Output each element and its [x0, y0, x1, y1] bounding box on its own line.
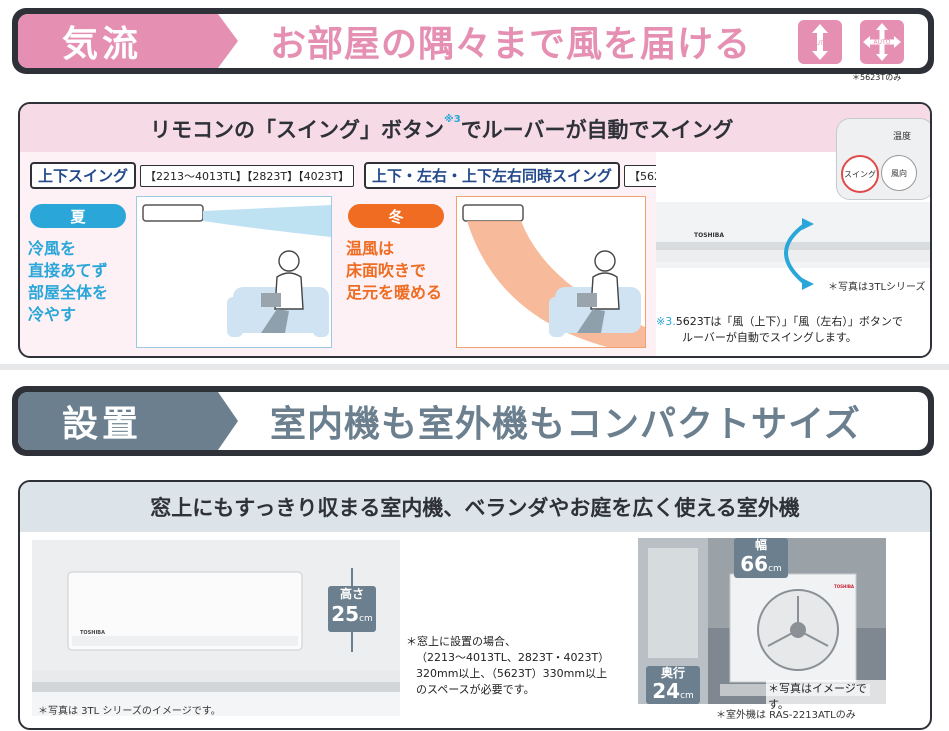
height-value: 25 [331, 602, 360, 626]
auto-note: ＊5623Tのみ [852, 73, 902, 82]
indoor-unit-photo: TOSHIBA 高さ 25cm ＊写真は 3TL シリーズのイメージです。 [32, 540, 400, 717]
install-note: ＊窓上に設置の場合、 （2213〜4013TL、2823T・4023T） 320… [406, 635, 610, 696]
installation-tag: 設置 [18, 392, 238, 450]
remote-swing-button: スイング [841, 155, 879, 193]
depth-dimension: 奥行 24cm [646, 666, 700, 704]
auto-four-way-icon: AUTO [860, 20, 904, 64]
airflow-banner: 気流 お部屋の隅々まで風を届ける AUTO AUTO [12, 8, 934, 74]
remote-fan-button: 風向 [881, 155, 917, 191]
summer-illustration [136, 196, 332, 348]
width-label: 幅 [754, 538, 767, 552]
installation-headline: 室内機も室外機もコンパクトサイズ [270, 404, 861, 445]
swing-panel: リモコンの「スイング」ボタン※3でルーバーが自動でスイング 上下スイング 【22… [18, 102, 932, 358]
installation-banner: 設置 室内機も室外機もコンパクトサイズ [12, 386, 934, 456]
winter-pill: 冬 [348, 204, 444, 228]
winter-description: 温風は 床面吹きで 足元を暖める [346, 239, 443, 302]
width-value: 66 [740, 552, 769, 576]
width-unit: cm [768, 564, 782, 574]
remote-illustration: 温度 スイング 風向 [836, 118, 930, 200]
auto-updown-icon: AUTO [798, 20, 842, 64]
airflow-headline: お部屋の隅々まで風を届ける [270, 24, 752, 65]
summer-pill: 夏 [30, 204, 126, 228]
outdoor-image-note: ＊写真はイメージです。 [766, 680, 886, 712]
swing-updown-row: 上下スイング 【2213〜4013TL】【2823T】【4023T】 [30, 162, 355, 189]
remote-temp-label: 温度 [893, 132, 912, 142]
swing-panel-title: リモコンの「スイング」ボタン※3でルーバーが自動でスイング [150, 114, 734, 142]
airflow-tag: 気流 [18, 14, 238, 68]
outdoor-unit-photo: TOSHIBA 幅 66cm 奥行 24cm ＊写真はイメージです。 [638, 538, 886, 712]
brand-logo: TOSHIBA [694, 232, 724, 239]
photo-note-1: ＊写真は3TLシリーズ [828, 282, 926, 293]
depth-value: 24 [652, 679, 681, 703]
swing-updown-label: 上下スイング [30, 162, 137, 189]
depth-label: 奥行 [660, 666, 685, 680]
installation-panel: 窓上にもすっきり収まる室内機、ベランダやお庭を広く使える室外機 TOSHIBA … [18, 480, 932, 730]
installation-panel-title: 窓上にもすっきり収まる室内機、ベランダやお庭を広く使える室外機 [150, 496, 800, 520]
depth-unit: cm [680, 691, 694, 701]
swing-updown-models: 【2213〜4013TL】【2823T】【4023T】 [140, 164, 355, 187]
winter-illustration [456, 196, 646, 348]
summer-description: 冷風を 直接あてず 部屋全体を 冷やす [28, 239, 109, 324]
height-unit: cm [359, 614, 373, 624]
indoor-brand-logo: TOSHIBA [80, 630, 105, 636]
outdoor-model-note: ＊室外機は RAS-2213ATLのみ [716, 710, 856, 721]
height-dimension: 高さ 25cm [328, 568, 376, 652]
swing-all-row: 上下・左右・上下左右同時スイング 【5623T】 [364, 162, 691, 189]
auto-label-2: AUTO [874, 39, 891, 46]
indoor-photo-note: ＊写真は 3TL シリーズのイメージです。 [38, 706, 221, 717]
swing-footnote: ※3.5623Tは「風（上下）」「風（左右）」ボタンで ルーバーが自動でスイング… [656, 315, 903, 344]
swing-all-label: 上下・左右・上下左右同時スイング [364, 162, 621, 189]
height-label: 高さ [339, 587, 364, 601]
auto-label-1: AUTO [812, 40, 829, 47]
width-dimension: 幅 66cm [734, 538, 788, 578]
person-icon [278, 250, 300, 272]
outdoor-brand-logo: TOSHIBA [834, 584, 854, 589]
